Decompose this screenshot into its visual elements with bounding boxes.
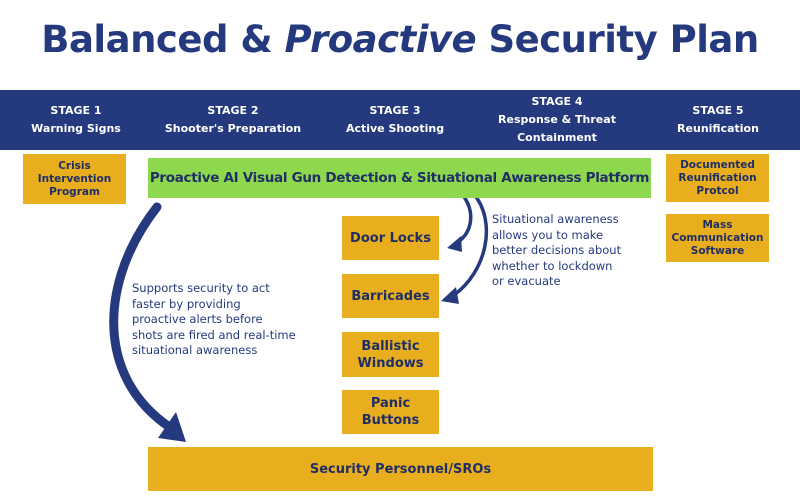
mass-comm-line-1: Mass — [702, 218, 733, 231]
reunification-line-1: Documented — [680, 158, 755, 171]
supports-note-line-3: proactive alerts before — [132, 312, 263, 326]
stage-2-name: Shooter's Preparation — [164, 122, 302, 135]
panic-line-2: Buttons — [361, 413, 420, 428]
stage-5-number: STAGE 5 — [692, 104, 744, 117]
stage-5: STAGE 5 Reunification — [677, 90, 759, 150]
mass-comm-line-3: Software — [690, 244, 745, 257]
situational-note-line-3: better decisions about — [492, 243, 622, 257]
crisis-line-1: Crisis — [58, 159, 91, 172]
panic-buttons-box: Panic Buttons — [342, 390, 439, 434]
stage-4-name-line2: Containment — [517, 131, 597, 144]
situational-note-line-2: allows you to make — [492, 227, 604, 242]
stage-1: STAGE 1 Warning Signs — [31, 90, 121, 150]
supports-note: Supports security to act faster by provi… — [132, 281, 296, 359]
arrow-to-door-locks — [447, 192, 473, 252]
panic-line-1: Panic — [370, 396, 411, 411]
stage-3: STAGE 3 Active Shooting — [346, 90, 444, 150]
situational-note: Situational awareness allows you to make… — [492, 212, 621, 290]
stage-1-number: STAGE 1 — [50, 104, 102, 117]
crisis-intervention-box: Crisis Intervention Program — [23, 154, 126, 204]
platform-box: Proactive AI Visual Gun Detection & Situ… — [148, 158, 651, 198]
situational-note-line-4: whether to lockdown — [492, 258, 613, 273]
stage-1-name: Warning Signs — [31, 122, 121, 135]
stage-4-name-line1: Response & Threat — [498, 113, 616, 126]
barricades-box: Barricades — [342, 274, 439, 318]
stage-3-name: Active Shooting — [345, 122, 445, 135]
security-personnel-label: Security Personnel/SROs — [309, 461, 492, 477]
supports-note-line-2: faster by providing — [132, 296, 241, 311]
crisis-line-3: Program — [49, 185, 100, 198]
mass-comm-line-2: Communication — [671, 231, 764, 244]
stage-4-number: STAGE 4 — [531, 95, 583, 108]
big-curved-arrow — [109, 202, 186, 442]
stage-2-number: STAGE 2 — [207, 104, 259, 117]
ballistic-windows-box: Ballistic Windows — [342, 332, 439, 377]
stage-4: STAGE 4 Response & Threat Containment — [498, 90, 616, 150]
stage-bar: STAGE 1 Warning Signs STAGE 2 Shooter's … — [0, 90, 800, 150]
ballistic-line-2: Windows — [357, 355, 424, 371]
title-part-2: Proactive — [284, 18, 477, 61]
supports-note-line-1: Supports security to act — [132, 281, 270, 295]
mass-communication-box: Mass Communication Software — [666, 214, 769, 262]
situational-note-line-1: Situational awareness — [492, 212, 619, 226]
crisis-line-2: Intervention — [37, 172, 112, 185]
reunification-line-2: Reunification — [678, 171, 757, 184]
reunification-line-3: Protcol — [696, 184, 739, 197]
title-part-1: Balanced & — [41, 18, 285, 61]
page-title: Balanced & Proactive Security Plan — [0, 18, 800, 61]
supports-note-line-4: shots are fired and real-time — [132, 327, 296, 342]
door-locks-label: Door Locks — [350, 230, 431, 246]
stage-5-name: Reunification — [677, 122, 759, 135]
situational-note-line-5: or evacuate — [492, 274, 561, 288]
barricades-label: Barricades — [351, 288, 430, 304]
arrow-to-barricades — [441, 191, 489, 304]
reunification-protocol-box: Documented Reunification Protcol — [666, 154, 769, 202]
door-locks-box: Door Locks — [342, 216, 439, 260]
supports-note-line-5: situational awareness — [132, 343, 258, 357]
ballistic-line-1: Ballistic — [361, 338, 420, 354]
title-part-3: Security Plan — [476, 18, 759, 61]
stage-2: STAGE 2 Shooter's Preparation — [165, 90, 301, 150]
platform-label: Proactive AI Visual Gun Detection & Situ… — [149, 170, 650, 186]
security-personnel-box: Security Personnel/SROs — [148, 447, 653, 491]
stage-3-number: STAGE 3 — [369, 104, 421, 117]
